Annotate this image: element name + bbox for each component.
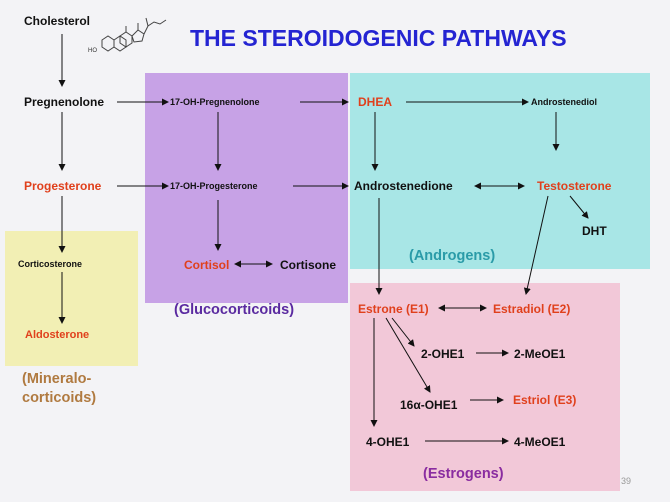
androstenedione-label: Androstenedione <box>354 179 453 193</box>
mineralocorticoids-group-label: (Mineralo- corticoids) <box>22 370 96 408</box>
mineralocorticoids-line-1: (Mineralo- <box>22 371 92 387</box>
2-meoe1-label: 2-MeOE1 <box>514 347 566 361</box>
estradiol-label: Estradiol (E2) <box>493 302 571 316</box>
4-ohe1-label: 4-OHE1 <box>366 435 410 449</box>
cholesterol-label: Cholesterol <box>24 14 91 28</box>
pregnenolone-label: Pregnenolone <box>24 95 105 109</box>
progesterone-label: Progesterone <box>24 179 102 193</box>
testosterone-label: Testosterone <box>537 179 612 193</box>
estrogens-group-label: (Estrogens) <box>423 466 504 482</box>
estrogens-region <box>350 283 620 491</box>
17-oh-progesterone-label: 17-OH-Progesterone <box>170 181 258 191</box>
slide-number: 39 <box>621 476 632 486</box>
4-meoe1-label: 4-MeOE1 <box>514 435 566 449</box>
cholesterol-structure-icon: HO <box>88 17 167 54</box>
estriol-label: Estriol (E3) <box>513 393 577 407</box>
androgens-region <box>350 73 650 269</box>
dhea-label: DHEA <box>358 95 393 109</box>
page-title: THE STEROIDOGENIC PATHWAYS <box>190 25 567 51</box>
16a-ohe1-label: 16α-OHE1 <box>400 398 458 412</box>
svg-text:HO: HO <box>88 48 97 54</box>
mineralocorticoids-region <box>5 231 138 366</box>
androgens-group-label: (Androgens) <box>409 248 496 264</box>
cortisone-label: Cortisone <box>280 258 337 272</box>
2-ohe1-label: 2-OHE1 <box>421 347 465 361</box>
aldosterone-label: Aldosterone <box>25 329 90 341</box>
mineralocorticoids-line-2: corticoids) <box>22 390 97 406</box>
dht-label: DHT <box>582 224 607 238</box>
cortisol-label: Cortisol <box>184 258 230 272</box>
17-oh-pregnenolone-label: 17-OH-Pregnenolone <box>170 97 260 107</box>
estrone-label: Estrone (E1) <box>358 302 429 316</box>
glucocorticoids-group-label: (Glucocorticoids) <box>174 302 295 318</box>
androstenediol-label: Androstenediol <box>531 97 598 107</box>
corticosterone-label: Corticosterone <box>18 259 83 269</box>
